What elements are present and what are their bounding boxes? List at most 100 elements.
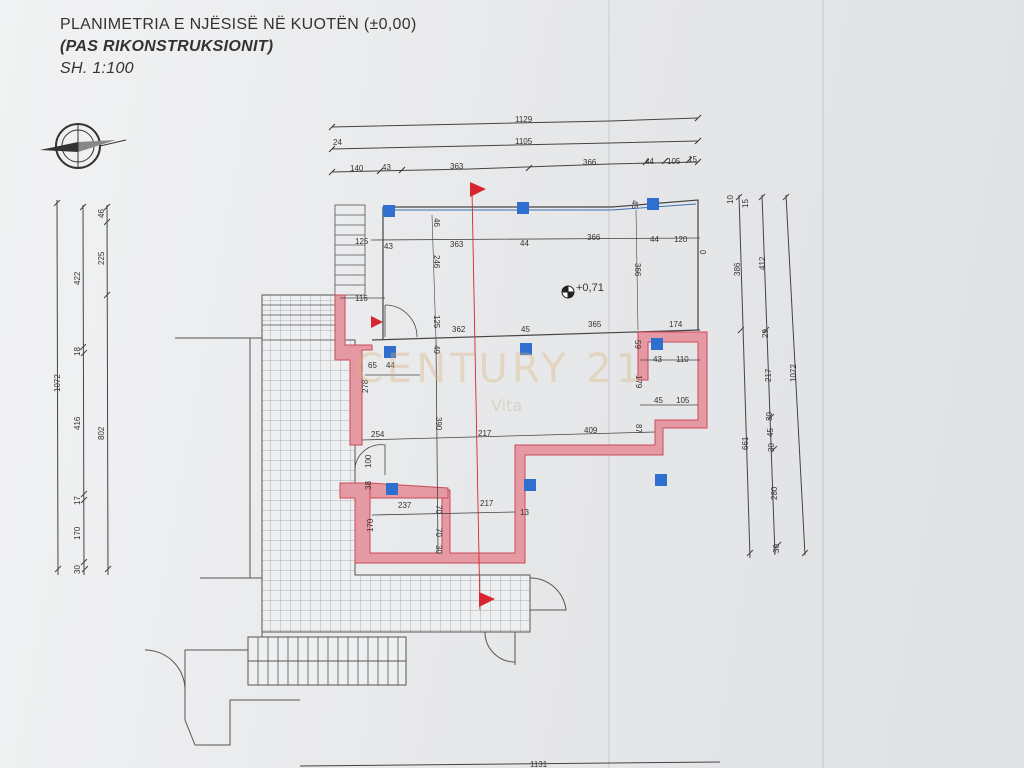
exterior-stairs [247, 636, 407, 686]
dim-segment: 43 [382, 163, 391, 172]
dim-segment: 363 [450, 162, 464, 171]
north-arrow-icon [40, 123, 127, 169]
upper-room-outline [371, 199, 701, 341]
dim-left: 416 [73, 416, 82, 430]
dim-interior: 217 [480, 499, 494, 508]
dim-interior: 237 [398, 501, 412, 510]
dim-interior: 116 [355, 294, 368, 303]
bottom-dimension-line [299, 761, 721, 767]
paper-fold [822, 0, 824, 768]
dim-interior: 110 [676, 355, 689, 364]
dim-bottom: 1131 [530, 760, 548, 768]
elevation-label: +0,71 [576, 282, 604, 294]
watermark-office: Vita [491, 396, 522, 415]
dim-vertical: 13 [520, 508, 529, 517]
dim-vertical: 0 [698, 250, 707, 255]
dim-vertical: 87 [634, 424, 643, 433]
dim-ticks [328, 114, 702, 176]
dim-left: 17 [73, 496, 82, 505]
dim-segment: 105 [667, 157, 681, 166]
column-icon [524, 479, 536, 491]
dim-vertical: 46 [432, 218, 441, 227]
dim-interior: 44 [386, 361, 395, 370]
dim-right: 661 [741, 436, 750, 450]
entry-arrow-icon [371, 316, 383, 328]
dim-vertical: 170 [366, 518, 375, 532]
structural-columns [383, 198, 667, 495]
dim-vertical: 49 [432, 345, 441, 354]
dim-right: 15 [741, 199, 750, 208]
dim-interior: 366 [587, 233, 601, 242]
dim-interior: 174 [669, 320, 683, 329]
column-icon [386, 483, 398, 495]
dim-left: 225 [97, 251, 106, 265]
dim-interior: 105 [676, 396, 690, 405]
dim-interior: 120 [674, 235, 688, 244]
dim-interior: 45 [521, 325, 530, 334]
dim-right: 30 [767, 443, 776, 452]
dim-vertical: 100 [364, 454, 373, 468]
right-dimensions [735, 193, 809, 559]
dim-interior: 43 [653, 355, 662, 364]
plan-subtitle: (PAS RIKONSTRUKSIONIT) [60, 38, 274, 55]
dim-total-1105: 1105 [515, 137, 533, 146]
dim-vertical: 70 [434, 505, 443, 514]
column-icon [517, 202, 529, 214]
dim-interior: 44 [520, 239, 529, 248]
dim-right: 217 [764, 368, 773, 382]
dim-interior: 125 [355, 237, 369, 246]
dim-vertical: 38 [364, 481, 373, 490]
dim-right: 30 [765, 412, 774, 421]
watermark-brand: CENTURY 21 [355, 346, 645, 392]
dim-vertical: 278 [361, 379, 370, 393]
dim-left: 30 [73, 565, 82, 574]
section-line [371, 182, 495, 611]
dim-interior: 362 [452, 325, 466, 334]
column-icon [651, 338, 663, 350]
dim-left-offset: 24 [333, 138, 342, 147]
dim-vertical: 390 [434, 417, 443, 431]
dim-left: 1072 [53, 374, 62, 392]
dim-interior: 43 [384, 242, 393, 251]
dim-interior: 409 [584, 426, 598, 435]
dim-right: 45 [766, 428, 775, 437]
dim-segment: 44 [645, 157, 654, 166]
column-icon [647, 198, 659, 210]
dim-vertical: 179 [634, 375, 643, 389]
dim-right: 29 [761, 329, 770, 338]
dim-right: 386 [733, 262, 742, 276]
interior-lines [340, 237, 701, 554]
dim-vertical: 59 [633, 340, 642, 349]
dim-left: 802 [97, 426, 106, 440]
column-icon [520, 343, 532, 355]
dim-right: 10 [726, 195, 735, 204]
dim-right: 280 [770, 486, 779, 500]
dim-vertical: 125 [432, 315, 441, 329]
dim-interior: 363 [450, 240, 464, 249]
dim-interior: 217 [478, 429, 492, 438]
dim-segment: 366 [583, 158, 597, 167]
dim-interior: 254 [371, 430, 385, 439]
dim-segment: 15 [688, 155, 697, 164]
plan-scale: SH. 1:100 [60, 60, 134, 77]
section-arrow-icon [479, 592, 495, 607]
dim-vertical: 45 [630, 200, 639, 209]
left-dimensions [53, 199, 112, 576]
dim-vertical: 70 [434, 528, 443, 537]
dim-total-1129: 1129 [515, 115, 533, 124]
dim-interior: 365 [588, 320, 602, 329]
dim-vertical: 246 [432, 255, 441, 269]
paper-fold [608, 0, 610, 768]
plan-title: PLANIMETRIA E NJËSISË NË KUOTËN (±0,00) [60, 16, 417, 33]
dim-segment: 140 [350, 164, 364, 173]
dim-interior: 44 [650, 235, 659, 244]
dim-vertical: 30 [434, 545, 443, 554]
column-icon [384, 346, 396, 358]
dim-interior: 65 [368, 361, 377, 370]
elevation-marker-icon [561, 285, 575, 299]
dim-right: 412 [758, 256, 767, 270]
column-icon [383, 205, 395, 217]
dim-vertical: 366 [633, 263, 642, 277]
